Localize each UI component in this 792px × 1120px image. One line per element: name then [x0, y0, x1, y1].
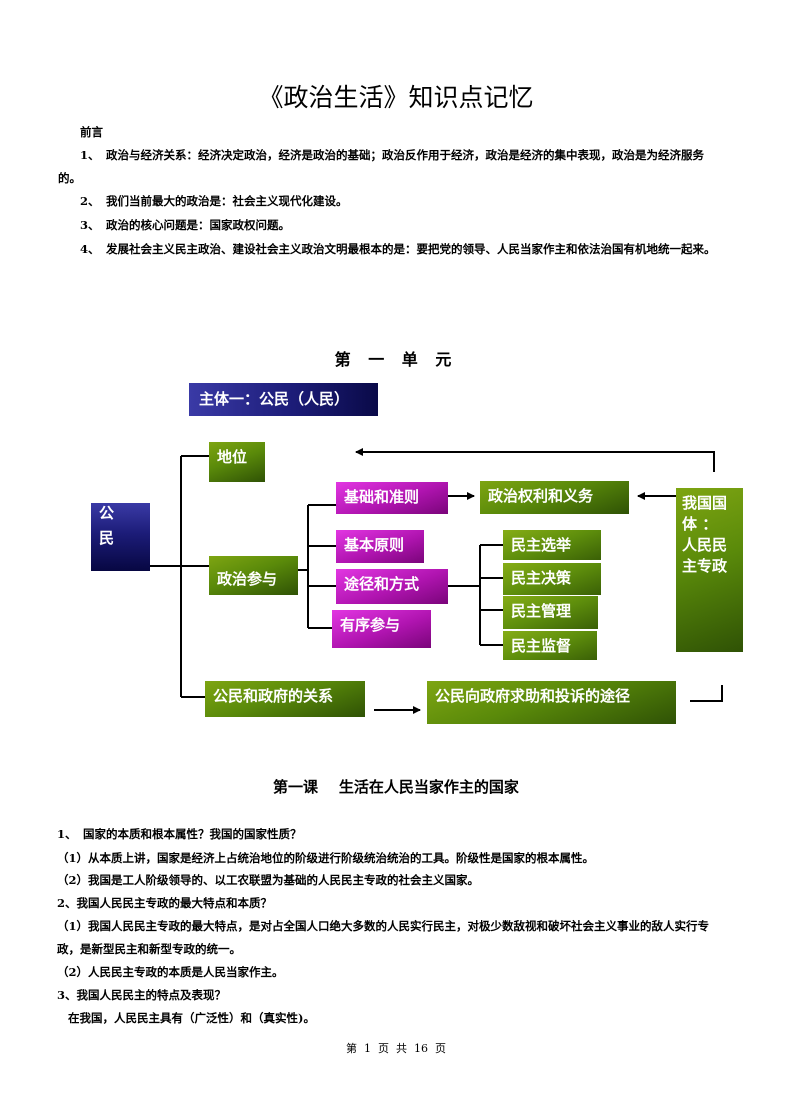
orderly-label: 有序参与	[340, 616, 401, 634]
lesson-answer-1-1: （1）从本质上讲，国家是经济上占统治地位的阶级进行阶级统治统治的工具。阶级性是国…	[57, 851, 594, 865]
state-nature-line: 我国国	[682, 494, 728, 512]
decision-box: 民主决策	[503, 563, 601, 595]
election-label: 民主选举	[511, 536, 572, 554]
preface-heading: 前言	[80, 125, 103, 139]
participation-label: 政治参与	[217, 570, 278, 588]
item-number: 4、	[80, 242, 100, 256]
ways-box: 途径和方式	[336, 569, 448, 604]
preface-item-3: 3、政治的核心问题是：国家政权问题。	[80, 217, 290, 233]
citizen-box: 公民	[91, 503, 150, 571]
item-number: 2、	[80, 194, 100, 208]
status-box: 地位	[209, 442, 265, 482]
item-text: 政治的核心问题是：国家政权问题。	[106, 218, 290, 232]
item-number: 1、	[80, 148, 100, 162]
basis-box: 基础和准则	[336, 482, 448, 514]
lesson-answer-2-2: （2）人民民主专政的本质是人民当家作主。	[57, 965, 284, 979]
principle-box: 基本原则	[336, 530, 424, 563]
supervision-box: 民主监督	[503, 631, 597, 660]
channels-label: 公民向政府求助和投诉的途径	[435, 687, 631, 705]
lesson-answer-3: 在我国，人民民主具有（广泛性）和（真实性)。	[68, 1011, 315, 1025]
preface-item-2: 2、我们当前最大的政治是：社会主义现代化建设。	[80, 193, 348, 209]
item-number: 3、	[80, 218, 100, 232]
document-title: 《政治生活》知识点记忆	[258, 83, 534, 112]
subject-box: 主体一：公民（人民）	[189, 383, 378, 416]
election-box: 民主选举	[503, 530, 601, 560]
supervision-label: 民主监督	[511, 637, 572, 655]
relation-label: 公民和政府的关系	[213, 687, 334, 705]
page-footer: 第 1 页 共 16 页	[346, 1042, 446, 1055]
preface-item-1: 1、政治与经济关系：经济决定政治，经济是政治的基础；政治反作用于经济，政治是经济…	[80, 147, 704, 163]
item-text: 国家的本质和根本属性？我国的国家性质？	[83, 827, 302, 841]
management-box: 民主管理	[503, 596, 598, 629]
state-nature-box: 我国国 体 ： 人民民 主专政	[676, 488, 743, 652]
status-label: 地位	[217, 448, 248, 466]
arrow-nature-to-status	[355, 448, 715, 472]
lesson-answer-1-2: （2）我国是工人阶级领导的、以工农联盟为基础的人民民主专政的社会主义国家。	[57, 873, 479, 887]
preface-item-4: 4、发展社会主义民主政治、建设社会主义政治文明最根本的是：要把党的领导、人民当家…	[80, 241, 716, 257]
participation-box: 政治参与	[209, 556, 298, 595]
channels-box: 公民向政府求助和投诉的途径	[427, 681, 676, 724]
basis-label: 基础和准则	[344, 488, 420, 506]
lesson-title: 第一课 生活在人民当家作主的国家	[273, 778, 519, 796]
item-text: 政治与经济关系：经济决定政治，经济是政治的基础；政治反作用于经济，政治是经济的集…	[106, 148, 704, 162]
unit-title: 第 一 单 元	[334, 350, 458, 369]
orderly-box: 有序参与	[332, 610, 431, 648]
lesson-question-2: 2、我国人民民主专政的最大特点和本质？	[57, 896, 272, 910]
item-text: 发展社会主义民主政治、建设社会主义政治文明最根本的是：要把党的领导、人民当家作主…	[106, 242, 716, 256]
lesson-answer-2-1-continued: 政，是新型民主和新型专政的统一。	[57, 942, 241, 956]
ways-label: 途径和方式	[344, 575, 420, 593]
management-label: 民主管理	[511, 602, 572, 620]
rights-box: 政治权利和义务	[480, 481, 629, 514]
lesson-question-3: 3、我国人民民主的特点及表现？	[57, 988, 226, 1002]
decision-label: 民主决策	[511, 569, 572, 587]
rights-label: 政治权利和义务	[488, 487, 594, 505]
principle-label: 基本原则	[344, 536, 405, 554]
lesson-question-1: 1、国家的本质和根本属性？我国的国家性质？	[57, 826, 302, 842]
state-nature-line: 人民民	[682, 536, 728, 554]
citizen-label: 公民	[97, 505, 115, 555]
preface-item-1-continued: 的。	[58, 171, 81, 185]
relation-box: 公民和政府的关系	[205, 681, 365, 717]
item-number: 1、	[57, 827, 77, 841]
state-nature-line: 主专政	[682, 557, 728, 575]
subject-label: 主体一：公民（人民）	[199, 390, 350, 408]
connector-nature-to-channels	[690, 685, 723, 702]
item-text: 我们当前最大的政治是：社会主义现代化建设。	[106, 194, 348, 208]
lesson-answer-2-1: （1）我国人民民主专政的最大特点，是对占全国人口绝大多数的人民实行民主，对极少数…	[57, 919, 709, 933]
state-nature-line: 体 ：	[682, 515, 718, 533]
